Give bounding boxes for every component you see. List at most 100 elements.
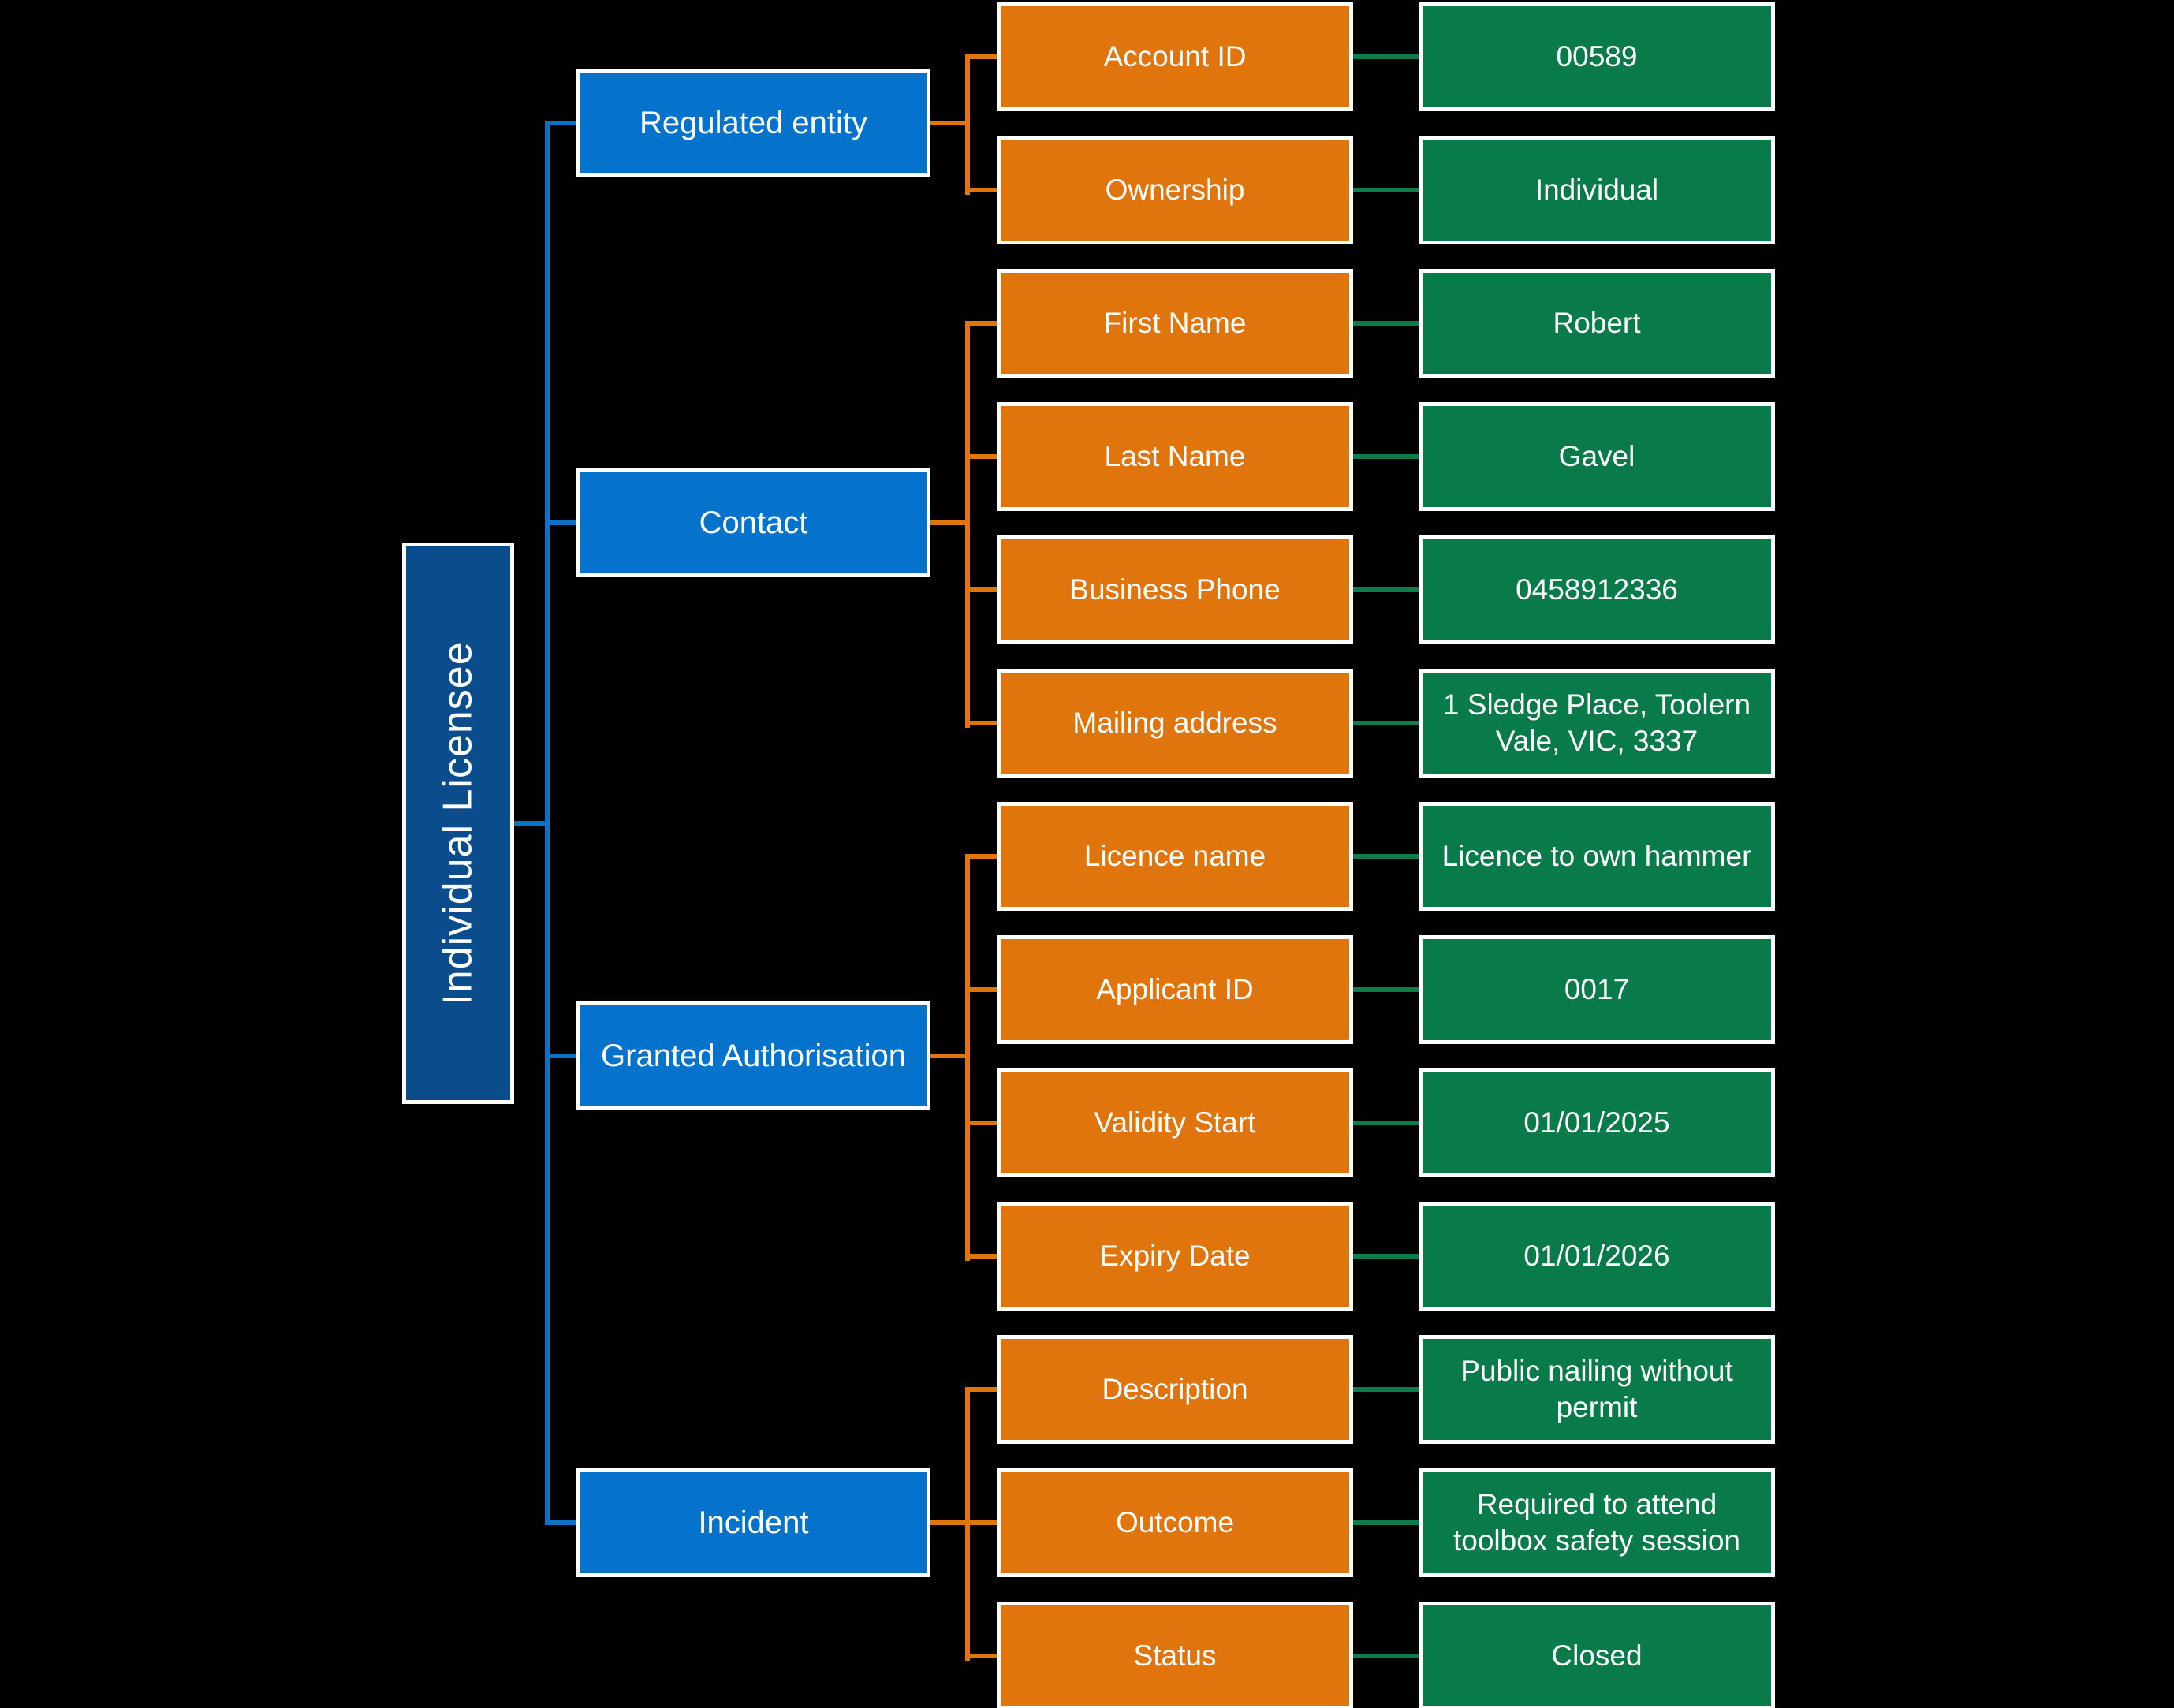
field-value: Individual	[1534, 173, 1659, 206]
connector-contact-to-subtrunk	[930, 520, 968, 525]
orange-stub-line	[965, 1254, 1001, 1259]
field-value-box: Licence to own hammer	[1419, 802, 1775, 911]
field-value-box: 1 Sledge Place, Toolern Vale, VIC, 3337	[1419, 669, 1775, 778]
group-node-granted-authorisation: Granted Authorisation	[576, 1001, 930, 1110]
field-value-box: Robert	[1419, 269, 1775, 378]
green-link-line	[1353, 1387, 1419, 1392]
connector-trunk-vertical	[545, 121, 550, 1525]
field-label: Mailing address	[1072, 707, 1277, 739]
field-value: 01/01/2025	[1523, 1106, 1670, 1139]
field-label-box: First Name	[997, 269, 1353, 378]
green-link-line	[1353, 321, 1419, 326]
field-label: Status	[1133, 1639, 1217, 1672]
field-value-box: 0017	[1419, 935, 1775, 1044]
green-link-line	[1353, 1254, 1419, 1259]
group-node-label: Granted Authorisation	[601, 1038, 906, 1073]
green-link-line	[1353, 987, 1419, 992]
field-row-applicant-id: Applicant ID 0017	[965, 935, 1775, 1044]
connector-root-to-trunk	[513, 821, 547, 826]
connector-regulated-entity-to-subtrunk	[930, 121, 968, 125]
field-value: Required to attend toolbox safety sessio…	[1452, 1487, 1741, 1557]
field-value: Gavel	[1558, 439, 1635, 472]
orange-stub-line	[965, 587, 1001, 592]
group-node-contact: Contact	[576, 468, 930, 577]
field-label-box: Account ID	[997, 2, 1353, 111]
field-value: 0017	[1564, 972, 1630, 1005]
green-link-line	[1353, 454, 1419, 459]
field-label: Account ID	[1103, 40, 1247, 73]
orange-stub-line	[965, 188, 1001, 192]
field-row-business-phone: Business Phone 0458912336	[965, 535, 1775, 644]
connector-trunk-to-granted-authorisation	[547, 1054, 579, 1058]
subtrunk-contact	[965, 321, 970, 728]
field-row-description: Description Public nailing without permi…	[965, 1335, 1775, 1444]
orange-stub-line	[965, 987, 1001, 992]
green-link-line	[1353, 854, 1419, 859]
green-link-line	[1353, 1121, 1419, 1125]
field-label: Expiry Date	[1099, 1240, 1251, 1272]
orange-stub-line	[965, 1520, 1001, 1525]
field-label-box: Ownership	[997, 136, 1353, 244]
field-label-box: Mailing address	[997, 669, 1353, 778]
connector-trunk-to-incident	[547, 1520, 579, 1525]
field-label: Ownership	[1105, 173, 1245, 206]
field-value: 00589	[1556, 39, 1638, 73]
field-row-ownership: Ownership Individual	[965, 136, 1775, 244]
field-label: Business Phone	[1069, 573, 1281, 606]
orange-stub-line	[965, 721, 1001, 725]
field-row-account-id: Account ID 00589	[965, 2, 1775, 111]
field-label: First Name	[1103, 307, 1247, 339]
connector-trunk-to-contact	[547, 520, 579, 525]
green-link-line	[1353, 1654, 1419, 1658]
field-label-box: Licence name	[997, 802, 1353, 911]
orange-stub-line	[965, 54, 1001, 59]
field-label-box: Applicant ID	[997, 935, 1353, 1044]
field-value-box: Public nailing without permit	[1419, 1335, 1775, 1444]
group-node-incident: Incident	[576, 1468, 930, 1577]
field-label-box: Expiry Date	[997, 1202, 1353, 1311]
connector-granted-authorisation-to-subtrunk	[930, 1054, 968, 1058]
field-label-box: Description	[997, 1335, 1353, 1444]
field-label: Outcome	[1115, 1506, 1235, 1538]
group-node-label: Regulated entity	[639, 105, 868, 140]
orange-stub-line	[965, 854, 1001, 859]
field-value-box: 0458912336	[1419, 535, 1775, 644]
orange-stub-line	[965, 321, 1001, 326]
field-row-status: Status Closed	[965, 1602, 1775, 1708]
field-value-box: 01/01/2025	[1419, 1068, 1775, 1177]
group-node-label: Contact	[699, 505, 808, 540]
field-value: 1 Sledge Place, Toolern Vale, VIC, 3337	[1442, 688, 1751, 757]
group-node-regulated-entity: Regulated entity	[576, 69, 930, 177]
root-node-label: Individual Licensee	[435, 641, 481, 1005]
field-value-box: Individual	[1419, 136, 1775, 244]
connector-trunk-to-regulated-entity	[547, 121, 579, 125]
field-value: Public nailing without permit	[1460, 1354, 1733, 1423]
field-value-box: Required to attend toolbox safety sessio…	[1419, 1468, 1775, 1577]
field-row-outcome: Outcome Required to attend toolbox safet…	[965, 1468, 1775, 1577]
green-link-line	[1353, 587, 1419, 592]
field-row-mailing-address: Mailing address 1 Sledge Place, Toolern …	[965, 669, 1775, 778]
field-label-box: Status	[997, 1602, 1353, 1708]
connector-incident-to-subtrunk	[930, 1520, 968, 1525]
field-value: 01/01/2026	[1523, 1239, 1670, 1272]
green-link-line	[1353, 188, 1419, 192]
field-row-first-name: First Name Robert	[965, 269, 1775, 378]
green-link-line	[1353, 721, 1419, 725]
field-row-last-name: Last Name Gavel	[965, 402, 1775, 511]
green-link-line	[1353, 1520, 1419, 1525]
field-value-box: Closed	[1419, 1602, 1775, 1708]
field-label: Validity Start	[1094, 1106, 1256, 1139]
field-label-box: Last Name	[997, 402, 1353, 511]
orange-stub-line	[965, 1121, 1001, 1125]
orange-stub-line	[965, 1387, 1001, 1392]
field-value: Licence to own hammer	[1441, 839, 1752, 872]
field-value-box: 00589	[1419, 2, 1775, 111]
field-value-box: 01/01/2026	[1419, 1202, 1775, 1311]
field-label: Applicant ID	[1096, 973, 1254, 1005]
subtrunk-granted-authorisation	[965, 854, 970, 1261]
root-node-individual-licensee: Individual Licensee	[402, 543, 514, 1104]
field-value: 0458912336	[1516, 572, 1678, 606]
field-value: Closed	[1551, 1639, 1643, 1672]
field-label-box: Validity Start	[997, 1068, 1353, 1177]
